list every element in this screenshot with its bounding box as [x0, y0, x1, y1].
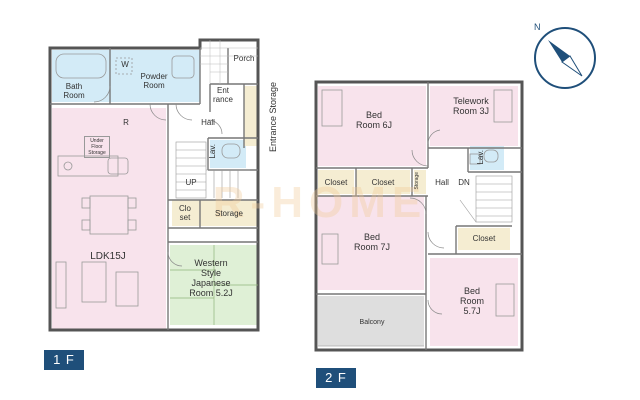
first-floor-doors — [93, 85, 223, 267]
dn-label: DN — [458, 178, 470, 187]
closet3-fill — [458, 228, 510, 250]
compass-icon — [534, 27, 596, 89]
porch-label: Porch — [233, 54, 255, 63]
r-label: R — [123, 118, 129, 127]
second-floor-walls — [314, 80, 524, 352]
bath-room-label: Bath Room — [63, 82, 85, 100]
telework-room-label: Telework Room 3J — [452, 96, 489, 116]
up-label: UP — [185, 178, 197, 187]
balcony-fill — [318, 296, 424, 346]
second-floor-inner-walls — [316, 82, 522, 350]
ldk-label: LDK15J — [90, 251, 126, 262]
entrance-label: Ent rance — [212, 86, 233, 104]
bed2-fill — [318, 196, 424, 290]
under-floor-storage-label: Under Floor Storage — [84, 136, 110, 158]
bath-fill — [52, 50, 110, 102]
closet-label: Clo set — [178, 204, 191, 222]
second-floor-fills — [318, 86, 518, 346]
bed3-fill — [430, 258, 518, 346]
closet-fill — [172, 200, 200, 226]
powder-room-label: Powder Room — [140, 72, 168, 90]
second-floor-furniture — [321, 89, 515, 317]
bed-room-2-label: Bed Room 7J — [354, 232, 391, 252]
closet2-fill — [356, 170, 410, 194]
hall-2f-label: Hall — [435, 178, 449, 187]
bed-room-3-label: Bed Room 5.7J — [459, 286, 484, 316]
lav-label: Lav. — [208, 144, 217, 159]
hall-label: Hall — [201, 118, 215, 127]
entrance-storage-label: Entrance Storage — [268, 81, 278, 152]
japanese-room-label: Western Style Japanese Room 5.2J — [189, 258, 233, 298]
powder-fill — [110, 50, 200, 102]
closet-3-label: Closet — [472, 234, 496, 243]
storage-label: Storage — [214, 209, 244, 218]
porch-tiles — [200, 40, 258, 84]
telework-fill — [430, 86, 518, 146]
tatami-lines — [170, 245, 258, 325]
first-floor-stairs — [175, 141, 250, 199]
storage2-fill — [414, 170, 426, 194]
first-floor-furniture — [55, 53, 241, 309]
entrance-storage-fill — [244, 86, 258, 146]
balcony-label: Balcony — [359, 319, 385, 326]
closet1-fill — [318, 170, 354, 194]
compass-north-label: N — [534, 22, 541, 32]
storage-2f-label: Storage — [414, 172, 420, 190]
storage-fill — [200, 200, 258, 226]
second-floor-stairs — [459, 175, 513, 223]
lav-2f-label: Lav. — [476, 150, 485, 165]
bed-room-1-label: Bed Room 6J — [356, 110, 393, 130]
closet-1-label: Closet — [324, 178, 348, 187]
second-floor-doors — [409, 129, 445, 315]
second-floor-badge: 2 F — [316, 368, 356, 388]
first-floor-badge: 1 F — [44, 350, 84, 370]
w-label: W — [121, 60, 129, 69]
closet-2-label: Closet — [371, 178, 395, 187]
watermark: R-HOME — [212, 178, 428, 227]
